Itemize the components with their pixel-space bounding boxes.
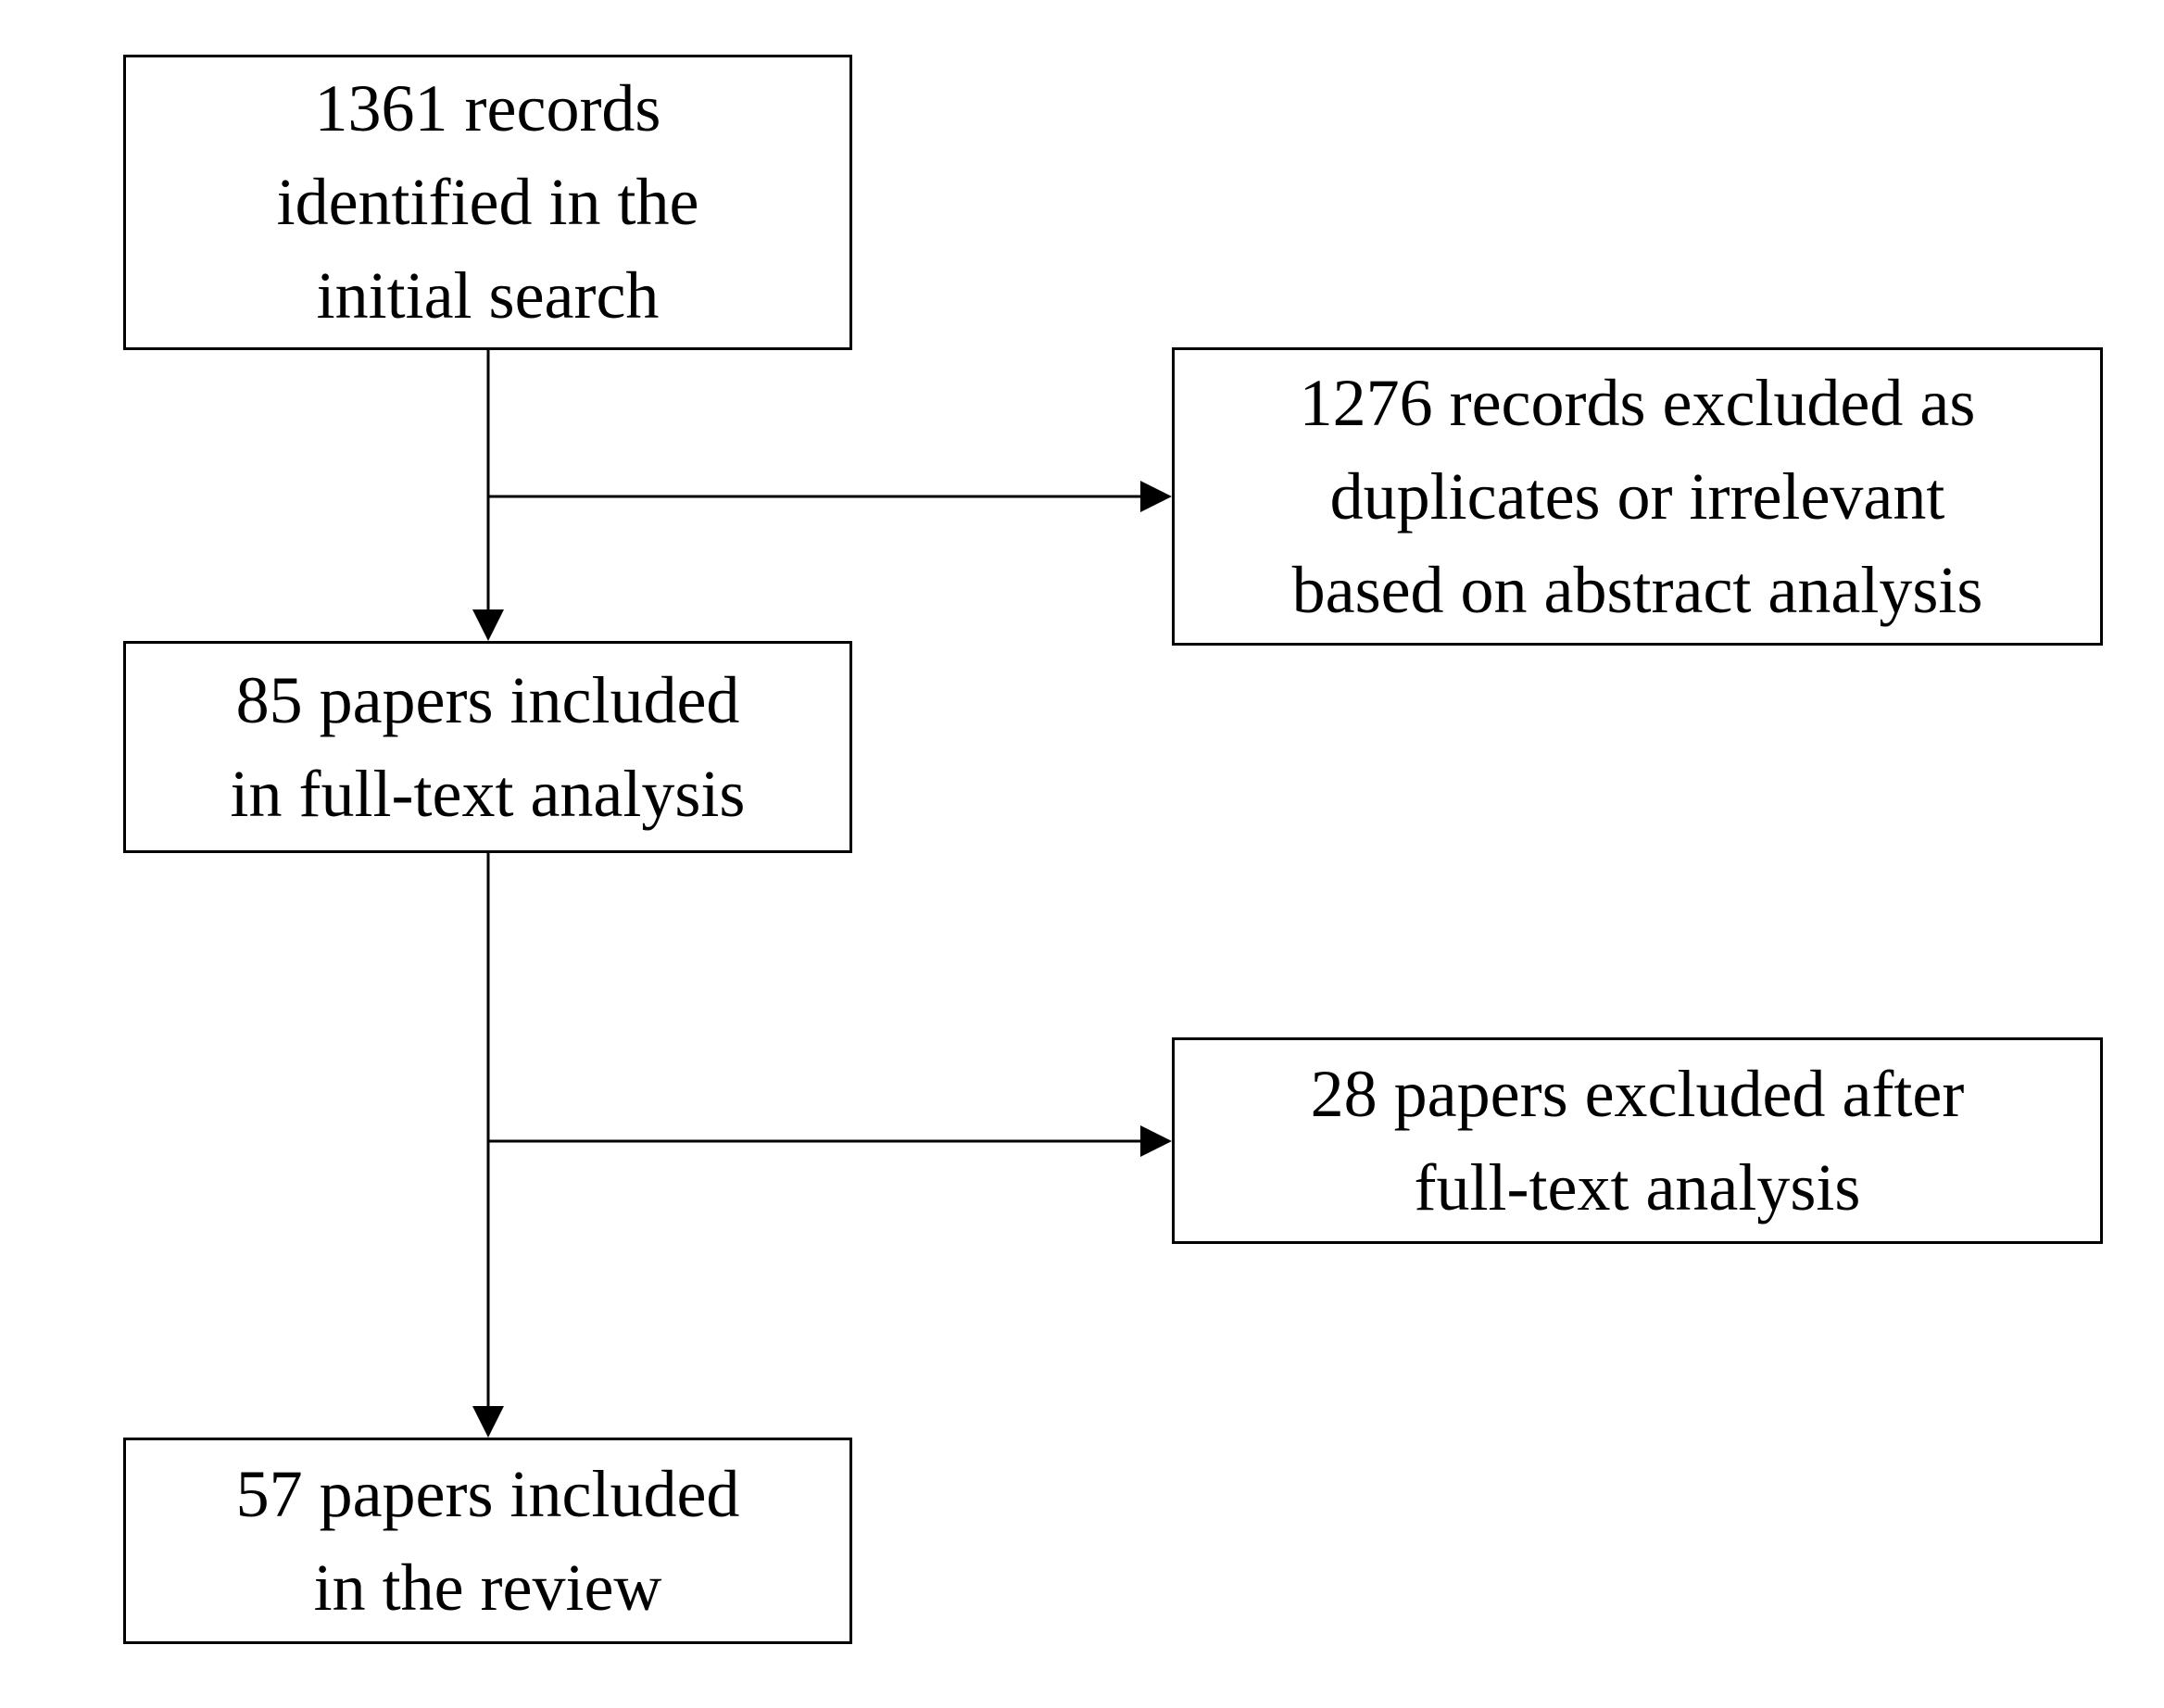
box-text-line: based on abstract analysis bbox=[1291, 552, 1983, 627]
box-text-line: 28 papers excluded after bbox=[1310, 1056, 1965, 1131]
box-text-line: in full-text analysis bbox=[230, 756, 746, 831]
box-text-line: 1361 records bbox=[314, 71, 661, 145]
box-text-line: 1276 records excluded as bbox=[1299, 365, 1976, 440]
box-initial-search: 1361 records identified in the initial s… bbox=[123, 55, 852, 350]
arrow-initial-to-fulltext bbox=[472, 350, 504, 641]
box-excluded-fulltext: 28 papers excluded after full-text analy… bbox=[1172, 1037, 2103, 1244]
box-excluded-abstract: 1276 records excluded as duplicates or i… bbox=[1172, 347, 2103, 646]
box-text-line: identified in the bbox=[276, 165, 699, 239]
box-text-line: in the review bbox=[313, 1550, 662, 1625]
box-text-line: initial search bbox=[316, 258, 660, 333]
arrowhead bbox=[1140, 481, 1172, 512]
arrow-fulltext-to-review bbox=[472, 853, 504, 1438]
arrow-fulltext-to-excluded-fulltext bbox=[488, 1125, 1172, 1157]
arrowhead bbox=[472, 609, 504, 641]
box-text-line: full-text analysis bbox=[1414, 1149, 1861, 1224]
arrowhead bbox=[472, 1406, 504, 1438]
box-text-line: 57 papers included bbox=[235, 1456, 740, 1531]
arrowhead bbox=[1140, 1125, 1172, 1157]
box-fulltext-analysis: 85 papers included in full-text analysis bbox=[123, 641, 852, 853]
arrow-initial-to-excluded-abstract bbox=[488, 481, 1172, 512]
box-review: 57 papers included in the review bbox=[123, 1438, 852, 1644]
box-text-line: 85 papers included bbox=[235, 662, 740, 737]
box-text-line: duplicates or irrelevant bbox=[1329, 458, 1945, 534]
